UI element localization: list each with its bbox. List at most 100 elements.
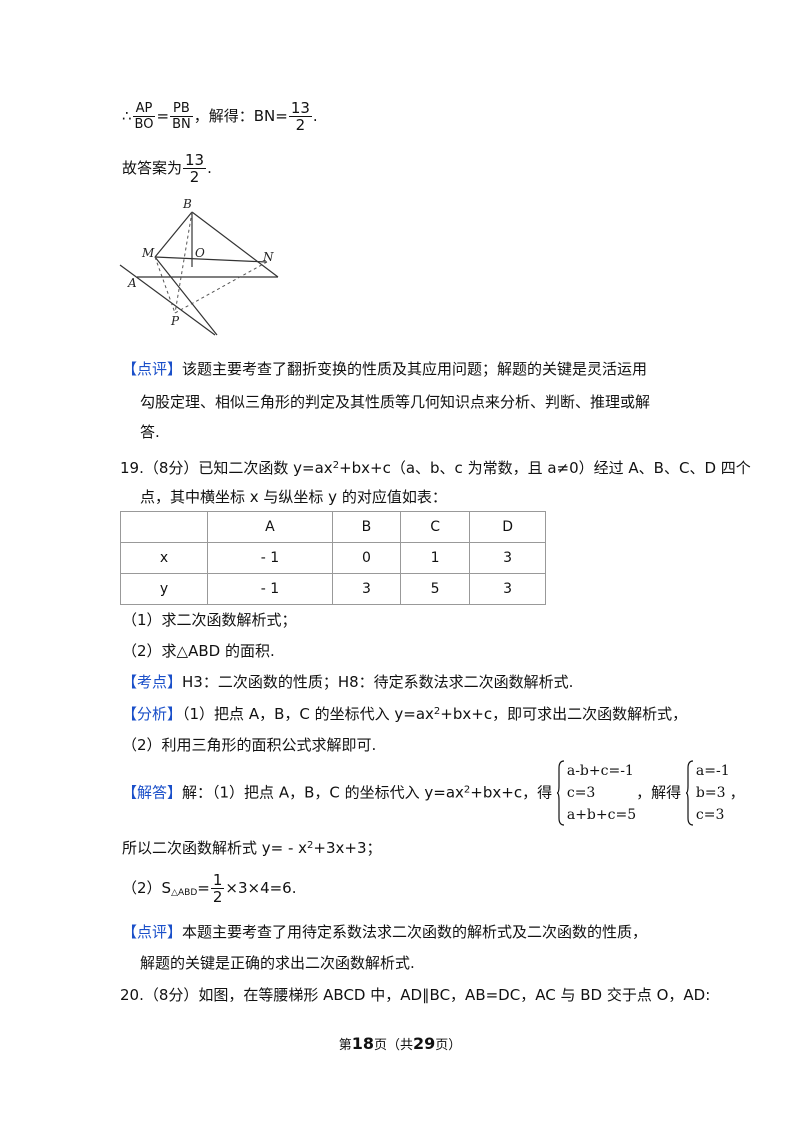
comment1-line1: 【点评】该题主要考查了翻折变换的性质及其应用问题；解题的关键是灵活运用 [122,359,647,379]
table-cell: - 1 [207,542,333,574]
fenxi-text: （1）把点 A，B，C 的坐标代入 y=ax [182,705,434,723]
label-p: P [170,314,180,328]
dashed-mp [154,256,176,314]
left-brace-icon [685,760,693,826]
line-bm [154,211,193,258]
footer-text: 页（共 [373,1038,413,1053]
equation: a-b+c=-1 [566,763,634,779]
subscript: △ABD [171,888,198,898]
label-o: O [195,246,205,260]
table-cell: y [120,573,208,605]
fraction-denominator: 2 [212,888,223,906]
line-mq [154,256,218,336]
equation: b=3 [695,785,726,801]
q19-text: 19.（8分）已知二次函数 y=ax [120,459,333,477]
comment-tag: 【点评】 [122,923,183,941]
comment-text: 本题主要考查了用待定系数法求二次函数的解析式及二次函数的性质， [182,923,648,941]
dashed-bp [174,211,193,314]
line-ap [119,264,216,336]
comment-tag: 【点评】 [122,360,183,378]
table-cell: 3 [469,573,546,605]
table-cell: B [331,511,401,543]
table-cell: - 1 [207,573,333,605]
line-mn [154,256,268,263]
kaodian-tag: 【考点】 [122,673,183,691]
geometry-figure: B O M N A P [119,197,279,336]
equation-system-2: a=-1 b=3 c=3 [685,760,730,826]
comment1-line2: 勾股定理、相似三角形的判定及其性质等几何知识点来分析、判断、推理或解 [140,393,651,411]
jieda-text: ， [729,783,745,802]
equation: a+b+c=5 [566,807,637,823]
equals-sign: = [156,107,170,125]
fenxi-tag: 【分析】 [122,705,183,723]
table-row: y - 1 3 5 3 [120,573,546,605]
equation: a=-1 [695,763,730,779]
page-footer: 第18页（共29页） [0,1034,800,1053]
fenxi-text: +bx+c，即可求出二次函数解析式， [440,705,688,723]
answer-text: 故答案为 [122,159,183,177]
fraction-denominator: 2 [295,116,306,134]
table-cell: 3 [469,542,546,574]
table-row: x - 1 0 1 3 [120,542,546,574]
superscript: 2 [463,784,471,796]
comment2-line1: 【点评】本题主要考查了用待定系数法求二次函数的解析式及二次函数的性质， [122,922,647,942]
q19-line2: 点，其中横坐标 x 与纵坐标 y 的对应值如表： [140,488,447,506]
fraction-denominator: BN [172,116,191,132]
comment1-line3: 答. [140,423,160,441]
label-a: A [127,276,137,290]
sub-question-2: （2）求△ABD 的面积. [122,642,275,660]
page-number: 18 [351,1034,374,1053]
equals-sign: = [197,879,210,897]
q20-line: 20.（8分）如图，在等腰梯形 ABCD 中，AD∥BC，AB=DC，AC 与 … [120,986,711,1004]
result-text: +3x+3； [313,839,382,857]
table-cell: D [469,511,546,543]
jieda-text: ，解得 [636,783,682,802]
fraction-denominator: 2 [189,168,200,186]
fraction-numerator: 13 [288,99,312,117]
result-text: 所以二次函数解析式 y= - x [122,839,308,857]
dashed-np [174,261,268,314]
kaodian-line: 【考点】H3：二次函数的性质；H8：待定系数法求二次函数解析式. [122,672,573,692]
period: . [312,107,318,125]
jieda-text: +bx+c，得 [470,783,553,802]
table-row: A B C D [120,511,546,543]
solve-text: ，解得：BN= [193,107,288,125]
equation-system-1: a-b+c=-1 c=3 a+b+c=5 [556,760,637,826]
fraction-numerator: 13 [183,151,207,169]
fenxi-line2: （2）利用三角形的面积公式求解即可. [122,736,377,754]
q19-text: +bx+c（a、b、c 为常数，且 a≠0）经过 A、B、C、D 四个 [339,459,751,477]
period: . [207,159,212,177]
q19-line1: 19.（8分）已知二次函数 y=ax2+bx+c（a、b、c 为常数，且 a≠0… [120,458,751,478]
table-cell: 5 [399,573,471,605]
jieda-line: 【解答】解：（1）把点 A，B，C 的坐标代入 y=ax2+bx+c，得 a-b… [122,760,745,826]
fraction-numerator: 1 [210,871,225,889]
table-cell: 1 [399,542,471,574]
superscript: 2 [433,706,441,717]
footer-text: 第 [338,1038,352,1053]
footer-text: 页） [435,1038,462,1053]
table-cell: 0 [331,542,401,574]
table-cell: 3 [331,573,401,605]
area-text: ×3×4=6. [225,879,297,897]
therefore-symbol: ∴ [122,107,132,125]
fraction-denominator: BO [134,116,154,132]
table-cell [120,511,208,543]
sub-question-1: （1）求二次函数解析式； [122,611,297,629]
fraction-numerator: AP [132,101,156,117]
comment2-line2: 解题的关键是正确的求出二次函数解析式. [140,954,415,972]
comment-text: 该题主要考查了翻折变换的性质及其应用问题；解题的关键是灵活运用 [182,360,648,378]
table-cell: A [207,511,333,543]
total-pages: 29 [413,1034,436,1053]
equation: c=3 [695,807,725,823]
table-cell: x [120,542,208,574]
equation: c=3 [566,785,596,801]
line-bn [191,211,279,278]
jieda-text: 解：（1）把点 A，B，C 的坐标代入 y=ax [182,783,464,802]
area-text: （2）S [122,879,172,897]
